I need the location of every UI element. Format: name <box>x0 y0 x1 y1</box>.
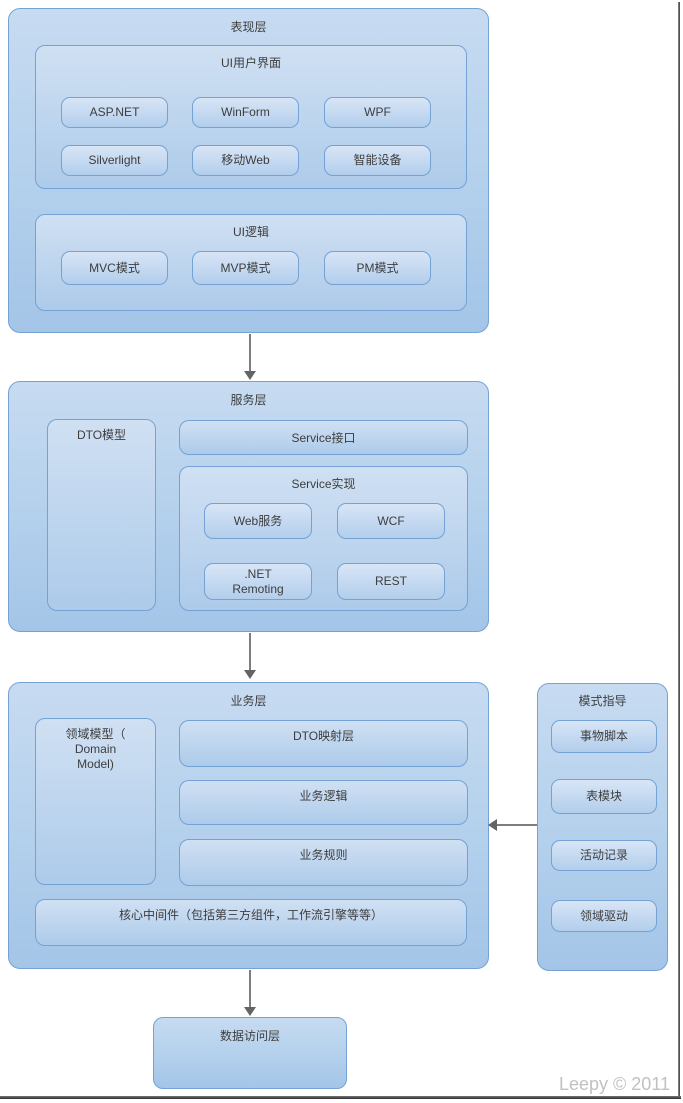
data-access-layer-box: 数据访问层 <box>153 1017 347 1089</box>
node-asp-net: ASP.NET <box>61 97 168 128</box>
node-web-service: Web服务 <box>204 503 312 539</box>
watermark-text: Leepy © 2011 <box>558 1074 670 1094</box>
node-transaction-script: 事物脚本 <box>551 720 657 753</box>
node-wpf: WPF <box>324 97 431 128</box>
data-access-layer-title: 数据访问层 <box>219 1029 280 1043</box>
node-domain-driven: 领域驱动 <box>551 900 657 932</box>
node-domain-model: 领域模型（ Domain Model) <box>35 718 156 885</box>
node-table-module: 表模块 <box>551 779 657 814</box>
node-mobile-web: 移动Web <box>192 145 299 176</box>
node-mvp-pattern: MVP模式 <box>192 251 299 285</box>
arrow-patternguide-to-business-icon <box>488 819 537 831</box>
node-dto-model: DTO模型 <box>47 419 156 611</box>
node-service-interface: Service接口 <box>179 420 468 455</box>
node-mvc-pattern: MVC模式 <box>61 251 168 285</box>
service-impl-title: Service实现 <box>291 477 356 491</box>
service-layer-title: 服务层 <box>230 393 267 407</box>
arrow-presentation-to-service-icon <box>244 334 256 380</box>
arrow-service-to-business-icon <box>244 633 256 679</box>
pattern-guide-box: 模式指导 事物脚本 表模块 活动记录 领域驱动 <box>537 683 668 971</box>
ui-logic-box: UI逻辑 MVC模式 MVP模式 PM模式 <box>35 214 467 311</box>
node-smart-device: 智能设备 <box>324 145 431 176</box>
node-core-middleware: 核心中间件（包括第三方组件，工作流引擎等等） <box>35 899 467 946</box>
business-layer-title: 业务层 <box>230 694 267 708</box>
ui-interface-box: UI用户界面 ASP.NET WinForm WPF Silverlight 移… <box>35 45 467 189</box>
node-rest: REST <box>337 563 445 600</box>
node-net-remoting: .NET Remoting <box>204 563 312 600</box>
presentation-layer-box: 表现层 UI用户界面 ASP.NET WinForm WPF Silverlig… <box>8 8 489 333</box>
node-business-logic: 业务逻辑 <box>179 780 468 825</box>
node-active-record: 活动记录 <box>551 840 657 871</box>
business-layer-box: 业务层 领域模型（ Domain Model) DTO映射层 业务逻辑 业务规则… <box>8 682 489 969</box>
pattern-guide-title: 模式指导 <box>578 694 627 708</box>
node-wcf: WCF <box>337 503 445 539</box>
node-business-rules: 业务规则 <box>179 839 468 886</box>
frame-shadow-right <box>678 2 680 1096</box>
frame-shadow-bottom <box>0 1096 681 1099</box>
service-impl-box: Service实现 Web服务 WCF .NET Remoting REST <box>179 466 468 611</box>
node-dto-mapping-layer: DTO映射层 <box>179 720 468 767</box>
node-winform: WinForm <box>192 97 299 128</box>
node-pm-pattern: PM模式 <box>324 251 431 285</box>
node-silverlight: Silverlight <box>61 145 168 176</box>
arrow-business-to-dataaccess-icon <box>244 970 256 1016</box>
service-layer-box: 服务层 DTO模型 Service接口 Service实现 Web服务 WCF … <box>8 381 489 632</box>
ui-interface-title: UI用户界面 <box>220 56 281 70</box>
ui-logic-title: UI逻辑 <box>232 225 269 239</box>
presentation-layer-title: 表现层 <box>230 20 267 34</box>
